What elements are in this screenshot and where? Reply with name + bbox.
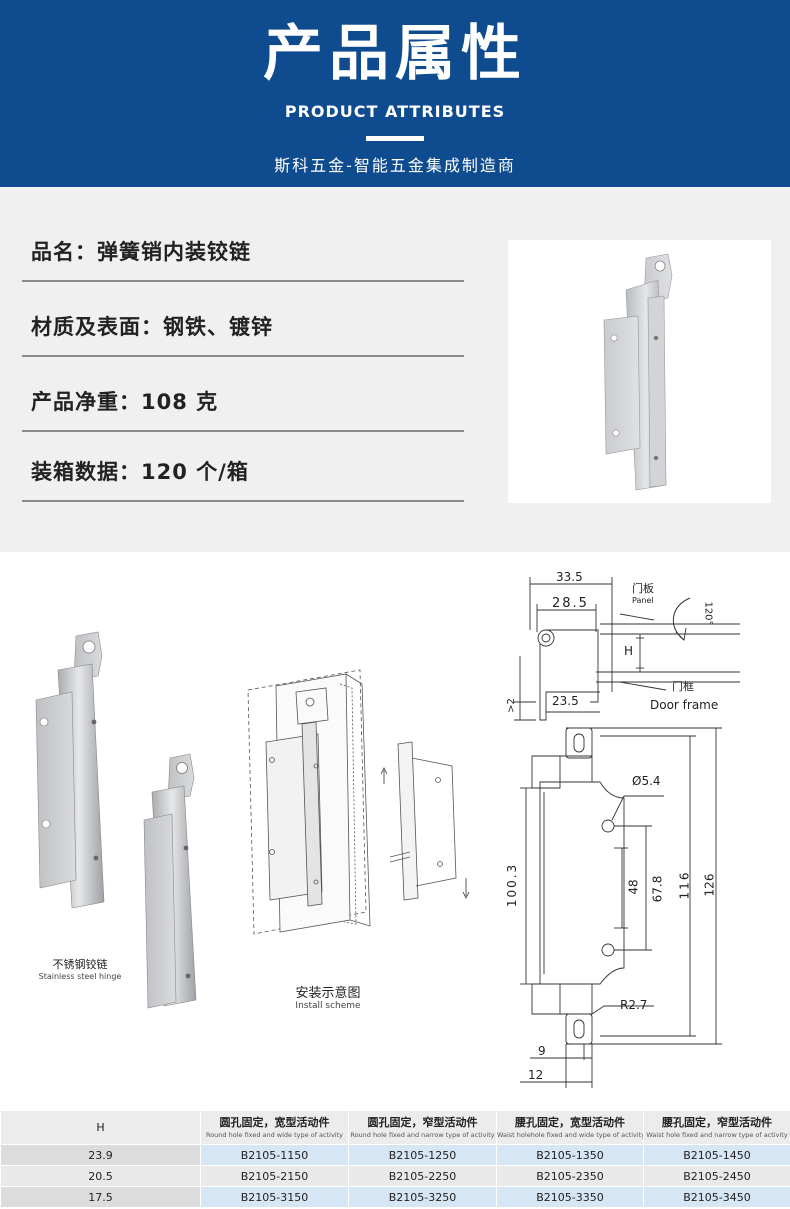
hinge-diagrams	[35, 577, 740, 1088]
cell-code: B2105-3450	[643, 1186, 790, 1208]
front-view-drawing	[520, 727, 722, 1088]
attribute-label: 产品净重：108 克	[31, 390, 219, 414]
company-tagline: 斯科五金-智能五金集成制造商	[274, 156, 516, 175]
cell-code: B2105-2150	[200, 1165, 349, 1187]
install-scheme-illustration	[247, 669, 371, 935]
install-scheme-caption: 安装示意图 Install scheme	[295, 986, 361, 1011]
dim-r2-7: R2.7	[620, 998, 648, 1012]
dim-28-5: 28.5	[552, 596, 589, 611]
dimension-labels: 33.5 28.5 门板 Panel 120° H >2 23.5 门框 Doo…	[0, 552, 790, 1110]
cell-code: B2105-1450	[643, 1144, 790, 1166]
cell-h: 23.9	[0, 1144, 201, 1166]
table-row: 23.9 B2105-1150 B2105-1250 B2105-1350 B2…	[0, 1144, 790, 1166]
cell-code: B2105-3350	[496, 1186, 644, 1208]
cell-code: B2105-3250	[348, 1186, 497, 1208]
dim-gt2: >2	[505, 698, 517, 713]
cell-code: B2105-1150	[200, 1144, 349, 1166]
attribute-label: 品名：弹簧销内装铰链	[31, 240, 251, 264]
stainless-hinge-illustration-2	[143, 753, 197, 1009]
cell-code: B2105-2250	[348, 1165, 497, 1187]
dim-67-8: 67.8	[650, 875, 665, 903]
cell-code: B2105-3150	[200, 1186, 349, 1208]
dim-23-5: 23.5	[552, 694, 579, 708]
attributes-section: 品名：弹簧销内装铰链 材质及表面：钢铁、镀锌 产品净重：108 克 装箱数据：1…	[0, 187, 790, 552]
page-subtitle: PRODUCT ATTRIBUTES	[284, 102, 506, 121]
attribute-row-material: 材质及表面：钢铁、镀锌	[22, 284, 464, 357]
column-header-h: H	[0, 1110, 201, 1145]
title-divider	[366, 136, 424, 141]
cross-section-drawing	[514, 577, 740, 721]
dim-9: 9	[538, 1044, 546, 1058]
product-photo	[508, 240, 771, 503]
header-banner: 产品属性 PRODUCT ATTRIBUTES 斯科五金-智能五金集成制造商	[0, 0, 790, 187]
dim-33-5: 33.5	[556, 570, 583, 584]
dim-48: 48	[626, 879, 641, 895]
stainless-hinge-caption: 不锈钢铰链 Stainless steel hinge	[38, 958, 122, 981]
dim-100-3: 100.3	[505, 862, 520, 908]
cell-code: B2105-1250	[348, 1144, 497, 1166]
panel-label-en: Panel	[632, 596, 654, 605]
page-title: 产品属性	[263, 19, 527, 89]
frame-label-en: Door frame	[650, 698, 719, 712]
technical-diagram-section: 不锈钢铰链 Stainless steel hinge 安装示意图 Instal…	[0, 552, 790, 1110]
attribute-row-name: 品名：弹簧销内装铰链	[22, 209, 464, 282]
cell-code: B2105-2450	[643, 1165, 790, 1187]
attribute-row-weight: 产品净重：108 克	[22, 359, 464, 432]
angle-label: 120°	[702, 601, 714, 626]
dim-h: H	[624, 644, 634, 658]
panel-label-zh: 门板	[632, 582, 654, 595]
attribute-label: 装箱数据：120 个/箱	[31, 460, 249, 484]
attribute-label: 材质及表面：钢铁、镀锌	[31, 315, 273, 339]
stainless-hinge-illustration-1	[35, 631, 105, 909]
attribute-row-packing: 装箱数据：120 个/箱	[22, 429, 464, 502]
hinge-photo-illustration	[603, 253, 673, 491]
spring-pin-illustration	[380, 741, 470, 901]
cell-h: 17.5	[0, 1186, 201, 1208]
cell-code: B2105-1350	[496, 1144, 644, 1166]
table-row: 20.5 B2105-2150 B2105-2250 B2105-2350 B2…	[0, 1165, 790, 1187]
cell-h: 20.5	[0, 1165, 201, 1187]
dim-hole: Ø5.4	[632, 774, 661, 788]
table-row: 17.5 B2105-3150 B2105-3250 B2105-3350 B2…	[0, 1186, 790, 1208]
dim-12: 12	[528, 1068, 544, 1082]
frame-label-zh: 门框	[672, 680, 694, 693]
dim-116: 116	[677, 870, 692, 900]
cell-code: B2105-2350	[496, 1165, 644, 1187]
dim-126: 126	[702, 873, 717, 897]
